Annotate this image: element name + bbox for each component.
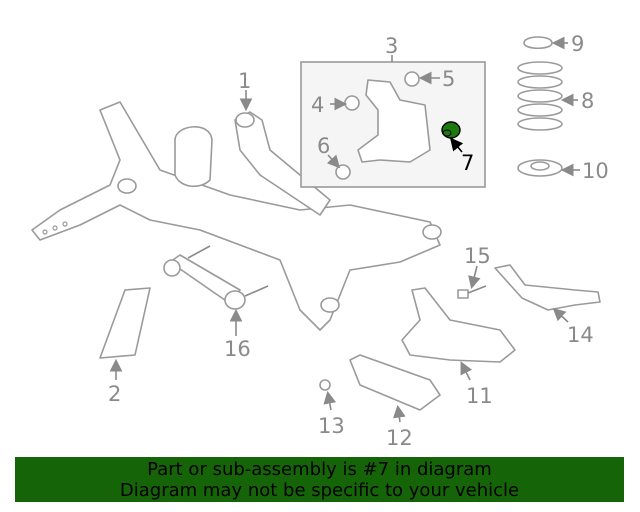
banner-line-1: Part or sub-assembly is #7 in diagram [147, 459, 492, 480]
plate-part-2[interactable] [99, 287, 151, 359]
upper-seat-part-9[interactable] [523, 36, 553, 50]
callout-1[interactable]: 1 [238, 69, 251, 93]
bracket-part-12[interactable] [349, 354, 441, 411]
bushing-part-5[interactable] [404, 71, 420, 87]
highlight-banner: Part or sub-assembly is #7 in diagram Di… [15, 457, 624, 502]
callout-15[interactable]: 15 [464, 244, 491, 268]
callout-4[interactable]: 4 [311, 93, 324, 117]
lower-arm-part-11[interactable] [401, 287, 516, 363]
banner-line-2: Diagram may not be specific to your vehi… [119, 480, 520, 501]
bushing-part-6[interactable] [335, 164, 351, 180]
callout-8[interactable]: 8 [581, 89, 594, 113]
callout-6[interactable]: 6 [317, 134, 330, 158]
callout-5[interactable]: 5 [442, 67, 455, 91]
callout-3[interactable]: 3 [385, 34, 398, 58]
upper-arm-part-14[interactable] [494, 264, 601, 311]
callout-10[interactable]: 10 [582, 159, 609, 183]
coil-spring-part-8[interactable] [517, 61, 563, 131]
bolt-part-15[interactable] [457, 285, 487, 299]
bushing-part-4[interactable] [344, 95, 360, 111]
callout-9[interactable]: 9 [571, 32, 584, 56]
callout-12[interactable]: 12 [386, 426, 413, 450]
callout-13[interactable]: 13 [318, 414, 345, 438]
subframe-part-1[interactable] [31, 101, 442, 331]
link-part-16[interactable] [163, 245, 269, 310]
callout-11[interactable]: 11 [466, 384, 493, 408]
lower-seat-part-10[interactable] [517, 159, 563, 177]
callout-2[interactable]: 2 [108, 382, 121, 406]
callout-7[interactable]: 7 [461, 151, 474, 175]
knuckle-part-3[interactable] [357, 79, 431, 163]
callout-14[interactable]: 14 [567, 323, 594, 347]
callout-16[interactable]: 16 [224, 337, 251, 361]
bolt-part-13[interactable] [319, 379, 331, 391]
